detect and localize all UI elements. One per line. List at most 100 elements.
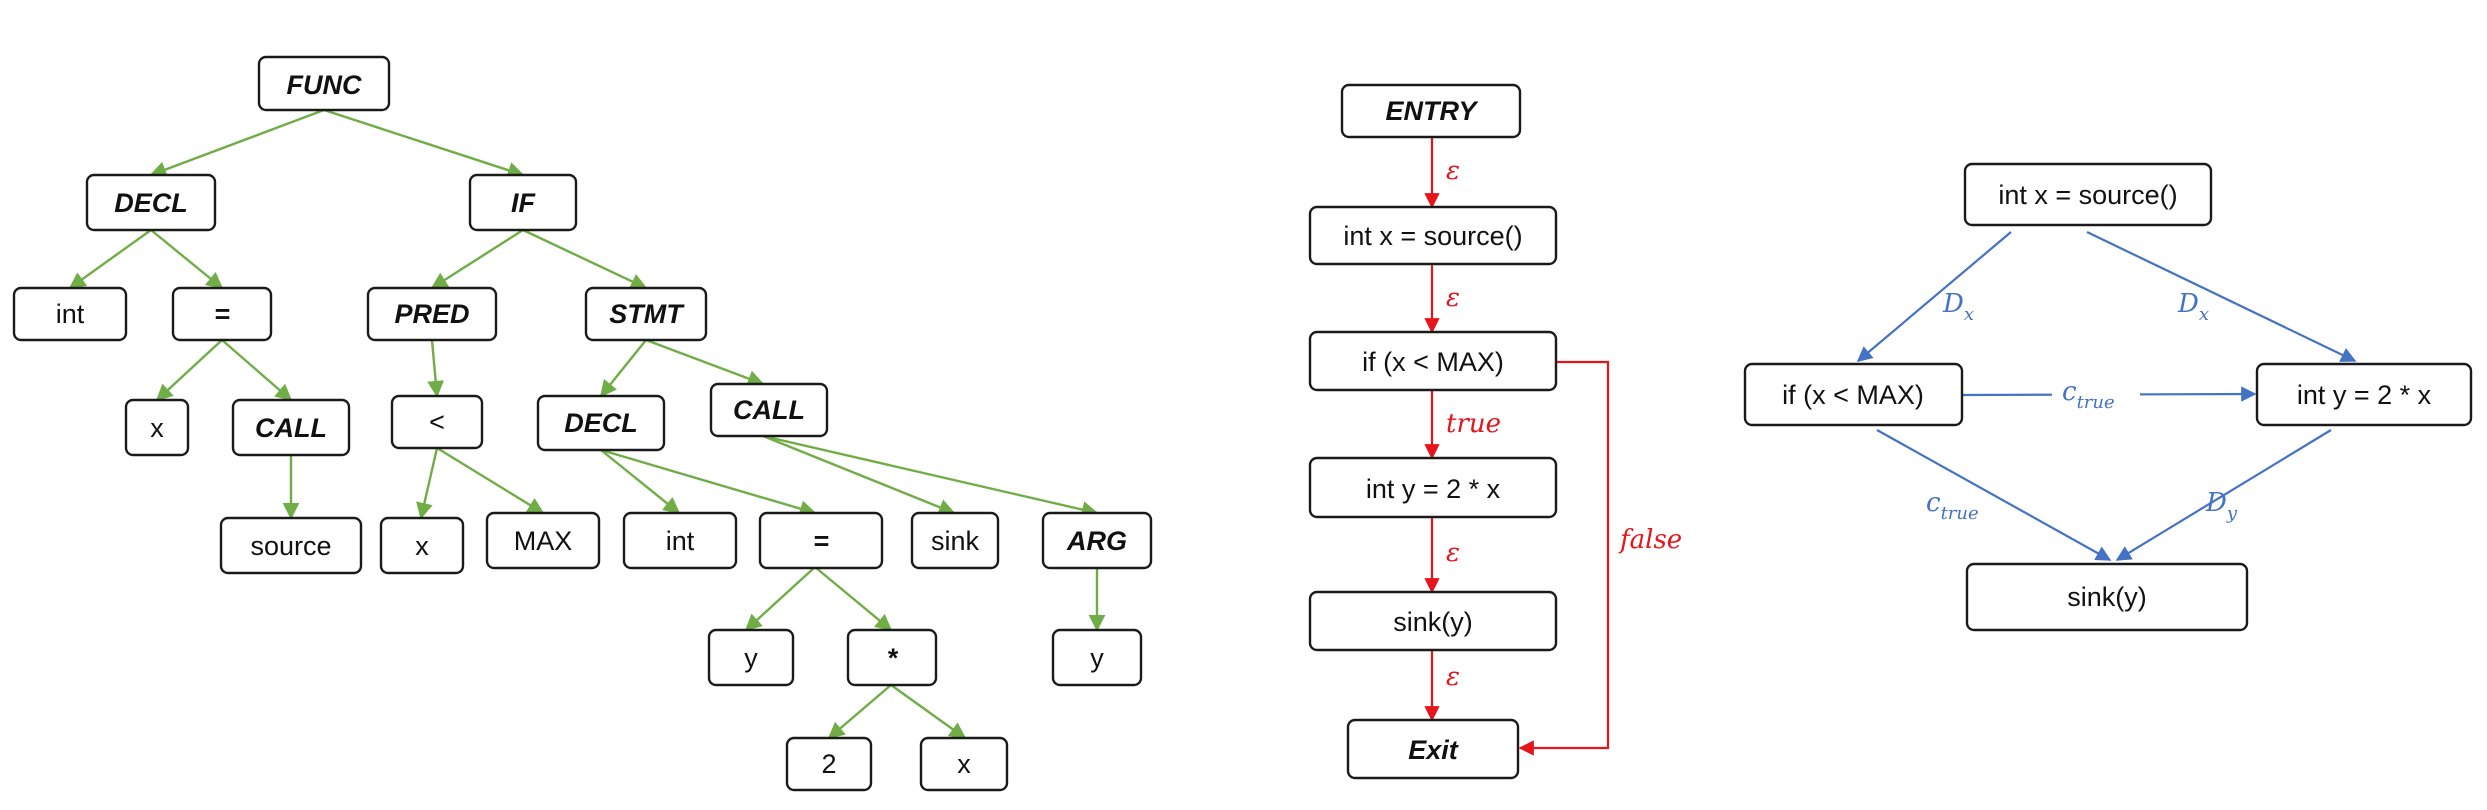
ast-node-mul: * — [846, 628, 938, 687]
ast-node-pred: PRED — [366, 286, 498, 342]
ast-edge-stmt-call — [645, 338, 765, 387]
ast-node-arg-label: ARG — [1066, 526, 1127, 556]
ast-node-sink-label: sink — [931, 526, 980, 556]
cfg-label-eps2: ε — [1446, 283, 1460, 313]
pdg-node-src-label: int x = source() — [1998, 180, 2177, 210]
ast-node-eq: = — [171, 286, 273, 342]
ast-tree: FUNC DECL IF int = PRED STMT x — [12, 55, 1153, 792]
ast-edges — [68, 108, 1106, 740]
ast-node-decl2-label: DECL — [564, 408, 638, 438]
pdg-graph: Dx Dx ctrue ctrue Dy int x = source() if… — [1743, 162, 2473, 632]
pdg-label-ctrue-mid: ctrue — [2062, 377, 2115, 413]
ast-node-x3-label: x — [957, 749, 971, 779]
ast-node-decl: DECL — [85, 173, 217, 232]
ast-node-stmt: STMT — [584, 286, 708, 342]
ast-node-func: FUNC — [257, 55, 391, 112]
ast-edge-mul-x — [890, 684, 967, 739]
ast-edge-decl2-eq — [600, 448, 817, 517]
ast-node-decl-label: DECL — [114, 188, 188, 218]
cfg-node-cond-label: if (x < MAX) — [1362, 347, 1504, 377]
pdg-label-ctrue-low: ctrue — [1926, 488, 1979, 524]
ast-node-x3: x — [919, 736, 1009, 792]
ast-edge-if-pred — [430, 228, 524, 290]
pdg-node-cond: if (x < MAX) — [1743, 362, 1964, 427]
cfg-node-src-label: int x = source() — [1343, 221, 1522, 251]
cfg-node-exit-label: Exit — [1408, 735, 1459, 765]
ast-edge-eq2-y — [744, 566, 816, 632]
ast-node-y: y — [707, 628, 795, 687]
ast-edge-decl-eq — [150, 229, 224, 290]
cfg-graph: ε ε true ε ε false ENTRY int x = source(… — [1308, 83, 1682, 780]
ast-node-source-label: source — [250, 531, 331, 561]
ast-edge-lt-x — [416, 447, 439, 520]
pdg-node-sink-label: sink(y) — [2067, 582, 2147, 612]
ast-node-arg: ARG — [1041, 511, 1153, 570]
cfg-node-assign: int y = 2 * x — [1308, 456, 1558, 519]
cfg-label-eps4: ε — [1446, 662, 1460, 692]
cfg-node-entry: ENTRY — [1340, 83, 1522, 139]
ast-edge-eq-call — [221, 339, 293, 402]
cfg-node-cond: if (x < MAX) — [1308, 330, 1558, 392]
cfg-node-assign-label: int y = 2 * x — [1366, 474, 1501, 504]
ast-edge-eq-x — [155, 339, 223, 402]
cfg-edges — [1424, 137, 1610, 756]
cfg-label-false: false — [1618, 525, 1682, 555]
ast-node-mul-label: * — [887, 643, 899, 673]
ast-node-call: CALL — [231, 398, 351, 457]
cfg-node-src: int x = source() — [1308, 205, 1558, 266]
ast-node-int2-label: int — [666, 526, 695, 556]
ast-node-call2-label: CALL — [733, 395, 805, 425]
ast-edge-call2-sink — [762, 434, 956, 516]
pdg-edge-assign-sink — [2115, 429, 2332, 561]
ast-node-y-label: y — [744, 643, 758, 673]
pdg-edge-src-cond — [1856, 231, 2012, 362]
pdg-label-dx-right: Dx — [2177, 289, 2209, 325]
ast-edge-if-stmt — [522, 228, 648, 290]
ast-edge-func-decl — [149, 108, 325, 178]
ast-node-lt-label: < — [429, 407, 445, 437]
ast-node-x-label: x — [150, 413, 164, 443]
cfg-node-exit: Exit — [1346, 718, 1520, 780]
ast-edge-stmt-decl — [599, 339, 647, 398]
cfg-node-entry-label: ENTRY — [1385, 96, 1479, 126]
pdg-node-sink: sink(y) — [1965, 562, 2249, 632]
ast-node-x: x — [124, 398, 190, 457]
ast-edge-mul-2 — [827, 684, 892, 740]
pdg-node-assign: int y = 2 * x — [2255, 362, 2473, 427]
pdg-node-cond-label: if (x < MAX) — [1782, 380, 1924, 410]
ast-node-source: source — [219, 516, 363, 575]
ast-node-pred-label: PRED — [394, 299, 469, 329]
cfg-edge-cond-exit-false — [1518, 360, 1610, 756]
cfg-node-sink-label: sink(y) — [1393, 607, 1473, 637]
ast-node-int2: int — [622, 511, 738, 570]
ast-node-if: IF — [468, 173, 578, 232]
ast-node-y2-label: y — [1090, 643, 1104, 673]
ast-node-func-label: FUNC — [287, 70, 362, 100]
ast-node-x2: x — [379, 516, 465, 575]
pdg-edge-src-assign — [2086, 231, 2357, 362]
ast-node-eq2-label: = — [813, 526, 829, 556]
pdg-label-dy: Dy — [2205, 488, 2238, 524]
cfg-node-sink: sink(y) — [1308, 590, 1558, 652]
ast-edge-eq2-mul — [814, 566, 893, 632]
cfg-label-eps3: ε — [1446, 538, 1460, 568]
ast-edge-decl-int — [68, 229, 152, 289]
ast-edge-call2-arg — [762, 434, 1099, 518]
ast-edge-pred-lt — [427, 339, 445, 398]
ast-node-eq2: = — [758, 511, 884, 570]
ast-node-max-label: MAX — [514, 526, 573, 556]
cfg-label-true: true — [1446, 409, 1501, 439]
pdg-edge-cond-sink — [1876, 429, 2112, 561]
ast-node-int: int — [12, 286, 128, 342]
ast-node-stmt-label: STMT — [609, 299, 685, 329]
pdg-label-dx-left: Dx — [1942, 289, 1974, 325]
ast-node-if-label: IF — [511, 188, 537, 218]
ast-node-int-label: int — [56, 299, 85, 329]
pdg-node-assign-label: int y = 2 * x — [2297, 380, 2432, 410]
ast-edge-lt-max — [436, 446, 545, 515]
ast-node-eq-label: = — [214, 299, 230, 329]
ast-node-max: MAX — [485, 511, 601, 570]
ast-node-sink: sink — [910, 511, 1000, 570]
ast-node-call-label: CALL — [255, 413, 327, 443]
